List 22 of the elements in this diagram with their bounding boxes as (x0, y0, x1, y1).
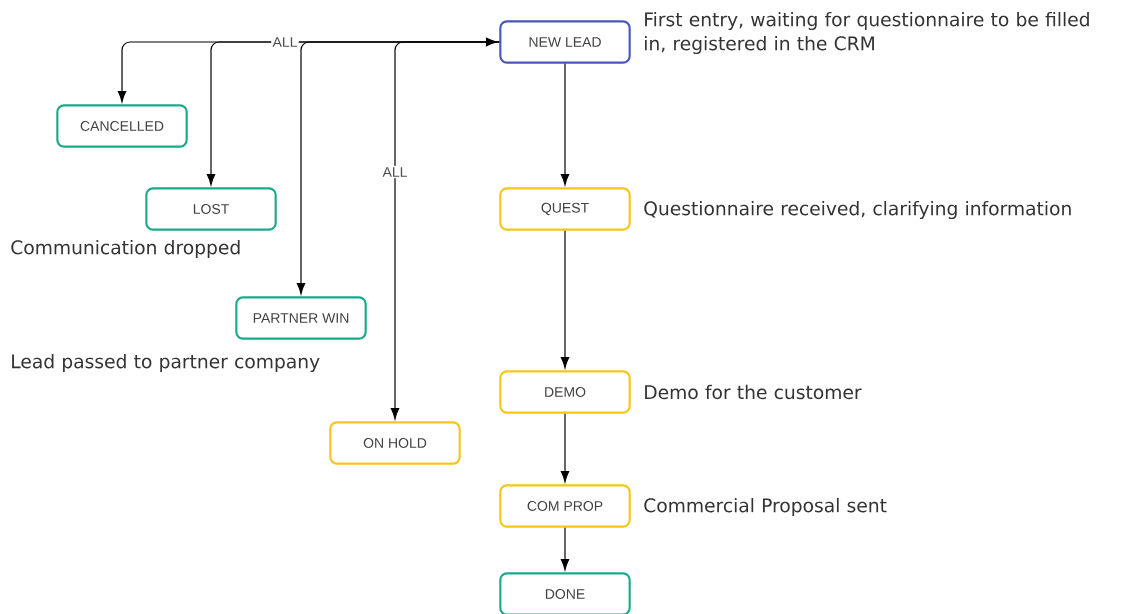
state-box: PARTNER WIN (235, 296, 367, 340)
arrow (560, 527, 570, 571)
state-box: DEMO (499, 370, 631, 414)
edge-label: ALL (381, 165, 409, 179)
state-box: LOST (145, 187, 277, 231)
description-text: Lead passed to partner company (12, 353, 320, 373)
arrow (560, 413, 570, 483)
arrow (560, 230, 570, 369)
description-text: Commercial Proposal sent (644, 497, 887, 517)
description-text: Communication dropped (11, 239, 240, 259)
state-box: DONE (499, 572, 631, 614)
arrow (560, 63, 570, 186)
state-box: ON HOLD (329, 421, 461, 465)
state-box: CANCELLED (56, 104, 188, 148)
edge-label: ALL (271, 35, 299, 49)
description-text: Questionnaire received, clarifying information (644, 200, 1071, 220)
state-box: NEW LEAD (499, 20, 631, 64)
state-box: QUEST (499, 187, 631, 231)
state-box: COM PROP (499, 484, 631, 528)
description-text: First entry, waiting for questionnaire to be filled in, registered in the CRM (645, 11, 1089, 55)
arrow (390, 41, 500, 420)
description-text: Demo for the customer (645, 384, 862, 400)
